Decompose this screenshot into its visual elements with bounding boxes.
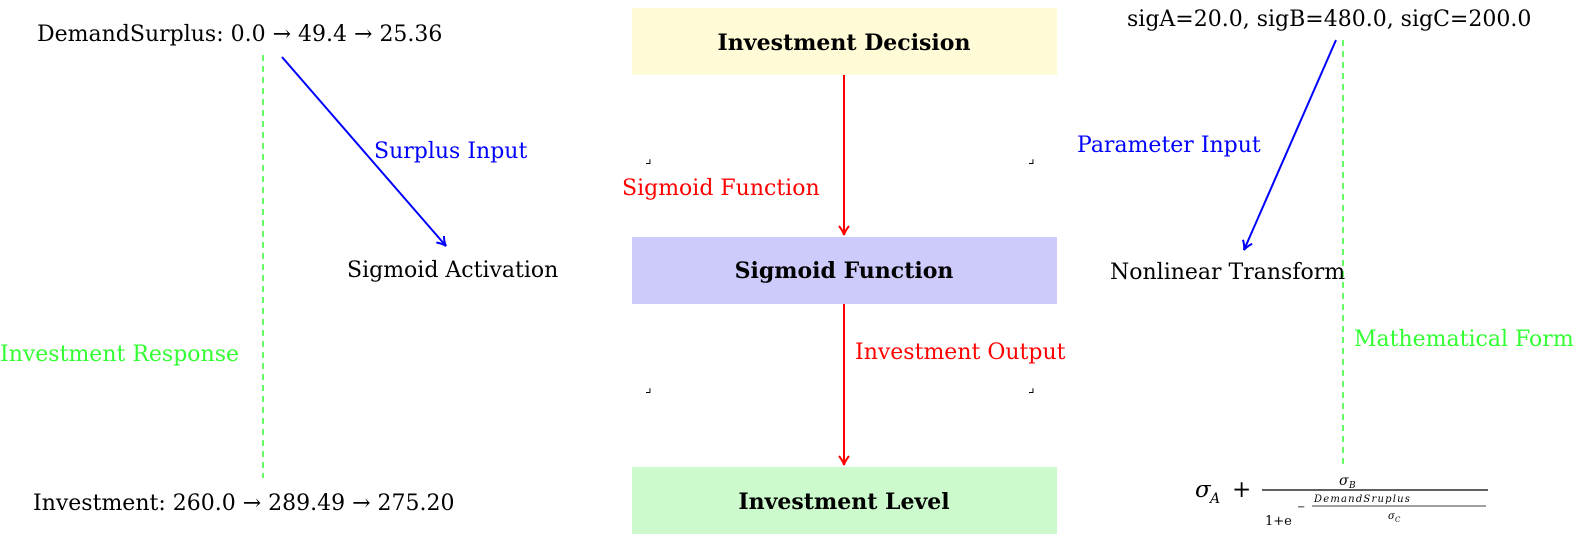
formula-exp-minus: − [1297,502,1305,513]
investment-decision-box [632,8,1057,75]
upper-arrow-label: Sigmoid Function [622,176,820,201]
parameter-input-label: Parameter Input [1077,133,1261,158]
investment-response-label: Investment Response [0,342,239,367]
parameter-input-arrow [1242,39,1337,251]
investment-level-label: Investment Level [738,489,949,515]
nonlinear-transform-label: Nonlinear Transform [1110,260,1345,285]
formula-sub-a: A [1208,491,1220,507]
surplus-input-label: Surplus Input [374,139,527,164]
investment-decision-label: Investment Decision [718,30,971,56]
sigmoid-params: sigA=20.0, sigB=480.0, sigC=200.0 [1127,7,1531,32]
formula-exp-numerator: DemandSruplus [1313,494,1411,505]
corner-mark-top-right: ⌟ [1028,151,1035,167]
investment-level-box [632,467,1057,534]
formula-plus: + [1232,477,1251,503]
lower-arrow-label: Investment Output [855,340,1066,365]
sigmoid-activation-label: Sigmoid Activation [347,258,558,283]
investment-series: Investment: 260.0 → 289.49 → 275.20 [33,491,455,516]
mathematical-form-label: Mathematical Form [1354,327,1574,352]
sigmoid-formula: σ A + σ B 1+e − DemandSruplus σ C [1195,473,1488,529]
demand-surplus-series: DemandSurplus: 0.0 → 49.4 → 25.36 [37,22,442,47]
formula-sub-b: B [1348,481,1356,491]
sigmoid-function-label: Sigmoid Function [735,258,954,284]
corner-mark-bottom-right: ⌟ [1028,380,1035,396]
sigmoid-function-box [632,237,1057,304]
corner-mark-top-left: ⌟ [645,151,652,167]
surplus-input-arrow [281,56,447,247]
formula-exp-sub: C [1395,516,1401,524]
formula-exp-sigma: σ [1388,511,1396,522]
formula-sigma-a: σ [1195,477,1212,503]
formula-sigma-b: σ [1339,473,1349,489]
formula-one-plus-e: 1+e [1265,514,1292,529]
corner-mark-bottom-left: ⌟ [645,380,652,396]
